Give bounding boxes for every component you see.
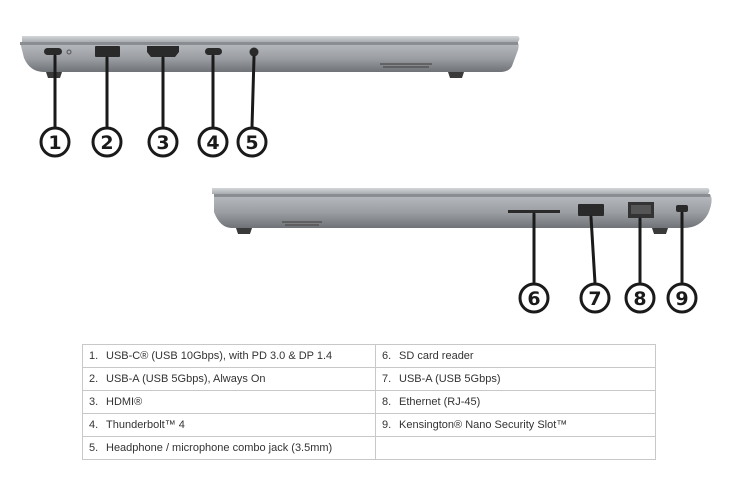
usb-a-port-icon <box>95 46 120 57</box>
kensington-slot-icon <box>676 205 688 212</box>
table-row: 2. USB-A (USB 5Gbps), Always On 7. USB-A (… <box>82 367 656 391</box>
port-number: 5. <box>89 442 99 454</box>
laptop-left-side <box>20 36 520 78</box>
table-cell <box>375 436 656 460</box>
laptop-right-side <box>212 188 712 234</box>
port-number: 4. <box>89 419 99 431</box>
port-label: Kensington® Nano Security Slot™ <box>399 419 568 431</box>
callout-badge: 5 <box>236 126 268 158</box>
table-cell: 9. Kensington® Nano Security Slot™ <box>375 413 656 437</box>
table-row: 5. Headphone / microphone combo jack (3.5… <box>82 436 656 460</box>
callout-badge: 4 <box>197 126 229 158</box>
sd-card-slot-icon <box>508 210 560 213</box>
table-cell: 8. Ethernet (RJ-45) <box>375 390 656 414</box>
table-cell: 7. USB-A (USB 5Gbps) <box>375 367 656 391</box>
port-number: 1. <box>89 350 99 362</box>
audio-jack-icon <box>249 47 259 57</box>
port-label: USB-C® (USB 10Gbps), with PD 3.0 & DP 1.… <box>106 350 333 362</box>
port-number: 9. <box>382 419 392 431</box>
svg-text:2: 2 <box>100 132 113 154</box>
svg-text:6: 6 <box>527 288 540 310</box>
table-cell: 6. SD card reader <box>375 344 656 368</box>
table-cell: 4. Thunderbolt™ 4 <box>82 413 376 437</box>
callout-badge: 7 <box>579 282 611 314</box>
callout-badge: 3 <box>147 126 179 158</box>
thunderbolt-port-icon <box>205 48 222 55</box>
laptop-port-diagram: 1 2 3 4 5 6 7 8 9 <box>20 36 712 314</box>
table-cell: 1. USB-C® (USB 10Gbps), with PD 3.0 & DP … <box>82 344 376 368</box>
port-label: SD card reader <box>399 350 474 362</box>
port-number: 2. <box>89 373 99 385</box>
port-label: Headphone / microphone combo jack (3.5mm… <box>106 442 333 454</box>
callout-badge: 2 <box>91 126 123 158</box>
ports-table: 1. USB-C® (USB 10Gbps), with PD 3.0 & DP … <box>82 344 656 460</box>
table-cell: 3. HDMI® <box>82 390 376 414</box>
table-cell: 5. Headphone / microphone combo jack (3.5… <box>82 436 376 460</box>
table-row: 3. HDMI® 8. Ethernet (RJ-45) <box>82 390 656 414</box>
callout-badge: 1 <box>39 126 71 158</box>
table-cell: 2. USB-A (USB 5Gbps), Always On <box>82 367 376 391</box>
port-label: Ethernet (RJ-45) <box>399 396 481 408</box>
port-number: 3. <box>89 396 99 408</box>
table-row: 4. Thunderbolt™ 4 9. Kensington® Nano Secu… <box>82 413 656 437</box>
port-number: 8. <box>382 396 392 408</box>
svg-text:3: 3 <box>156 132 169 154</box>
svg-text:7: 7 <box>588 288 601 310</box>
port-number: 6. <box>382 350 392 362</box>
usb-a-port-2-icon <box>578 204 604 216</box>
port-label: Thunderbolt™ 4 <box>106 419 185 431</box>
callout-lines <box>53 54 684 285</box>
callout-badge: 8 <box>624 282 656 314</box>
svg-text:9: 9 <box>675 288 688 310</box>
callout-badge: 6 <box>518 282 550 314</box>
port-number: 7. <box>382 373 392 385</box>
svg-text:1: 1 <box>48 132 61 154</box>
callout-badge: 9 <box>666 282 698 314</box>
port-label: HDMI® <box>106 396 143 408</box>
port-label: USB-A (USB 5Gbps) <box>399 373 501 385</box>
hdmi-port-icon <box>147 46 179 57</box>
usb-c-port-icon <box>44 48 62 55</box>
svg-text:4: 4 <box>206 132 219 154</box>
svg-text:8: 8 <box>633 288 646 310</box>
table-row: 1. USB-C® (USB 10Gbps), with PD 3.0 & DP … <box>82 344 656 368</box>
svg-text:5: 5 <box>245 132 258 154</box>
port-label: USB-A (USB 5Gbps), Always On <box>106 373 266 385</box>
